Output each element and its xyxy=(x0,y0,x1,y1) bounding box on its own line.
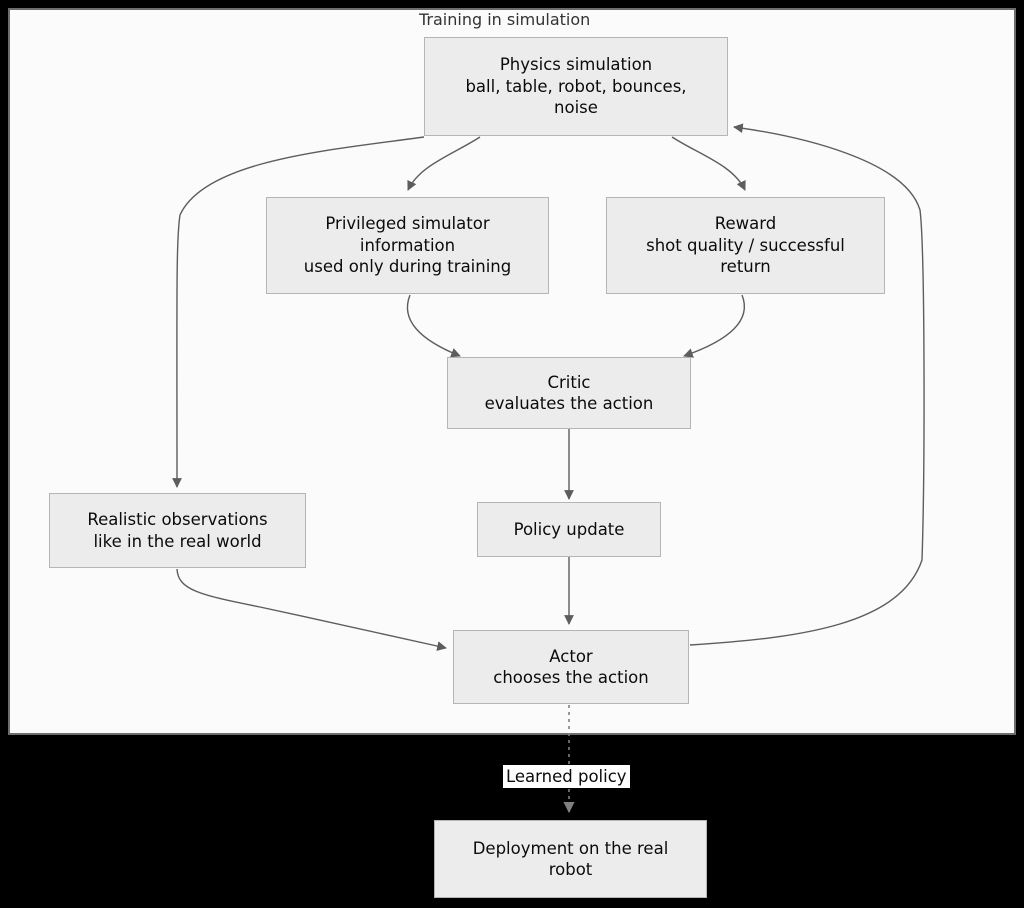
node-deployment-on-real-robot[interactable]: Deployment on the real robot xyxy=(434,820,707,898)
edge-label-learned-policy: Learned policy xyxy=(503,765,630,788)
node-physics-simulation[interactable]: Physics simulation ball, table, robot, b… xyxy=(424,37,728,136)
node-privileged-simulator-information-label: Privileged simulator information used on… xyxy=(303,214,512,277)
node-privileged-simulator-information[interactable]: Privileged simulator information used on… xyxy=(266,197,549,294)
node-policy-update-label: Policy update xyxy=(513,519,625,539)
node-realistic-observations[interactable]: Realistic observations like in the real … xyxy=(49,493,306,568)
node-actor-label: Actor chooses the action xyxy=(493,646,649,688)
node-realistic-observations-label: Realistic observations like in the real … xyxy=(87,510,268,551)
node-critic[interactable]: Critic evaluates the action xyxy=(447,357,691,429)
node-policy-update[interactable]: Policy update xyxy=(477,502,661,557)
node-deployment-on-real-robot-label: Deployment on the real robot xyxy=(472,838,669,880)
node-actor[interactable]: Actor chooses the action xyxy=(453,630,689,704)
node-critic-label: Critic evaluates the action xyxy=(484,372,654,414)
node-reward-label: Reward shot quality / successful return xyxy=(646,214,845,277)
subgraph-title: Training in simulation xyxy=(419,10,591,29)
node-reward[interactable]: Reward shot quality / successful return xyxy=(606,197,885,294)
node-physics-simulation-label: Physics simulation ball, table, robot, b… xyxy=(465,55,687,118)
